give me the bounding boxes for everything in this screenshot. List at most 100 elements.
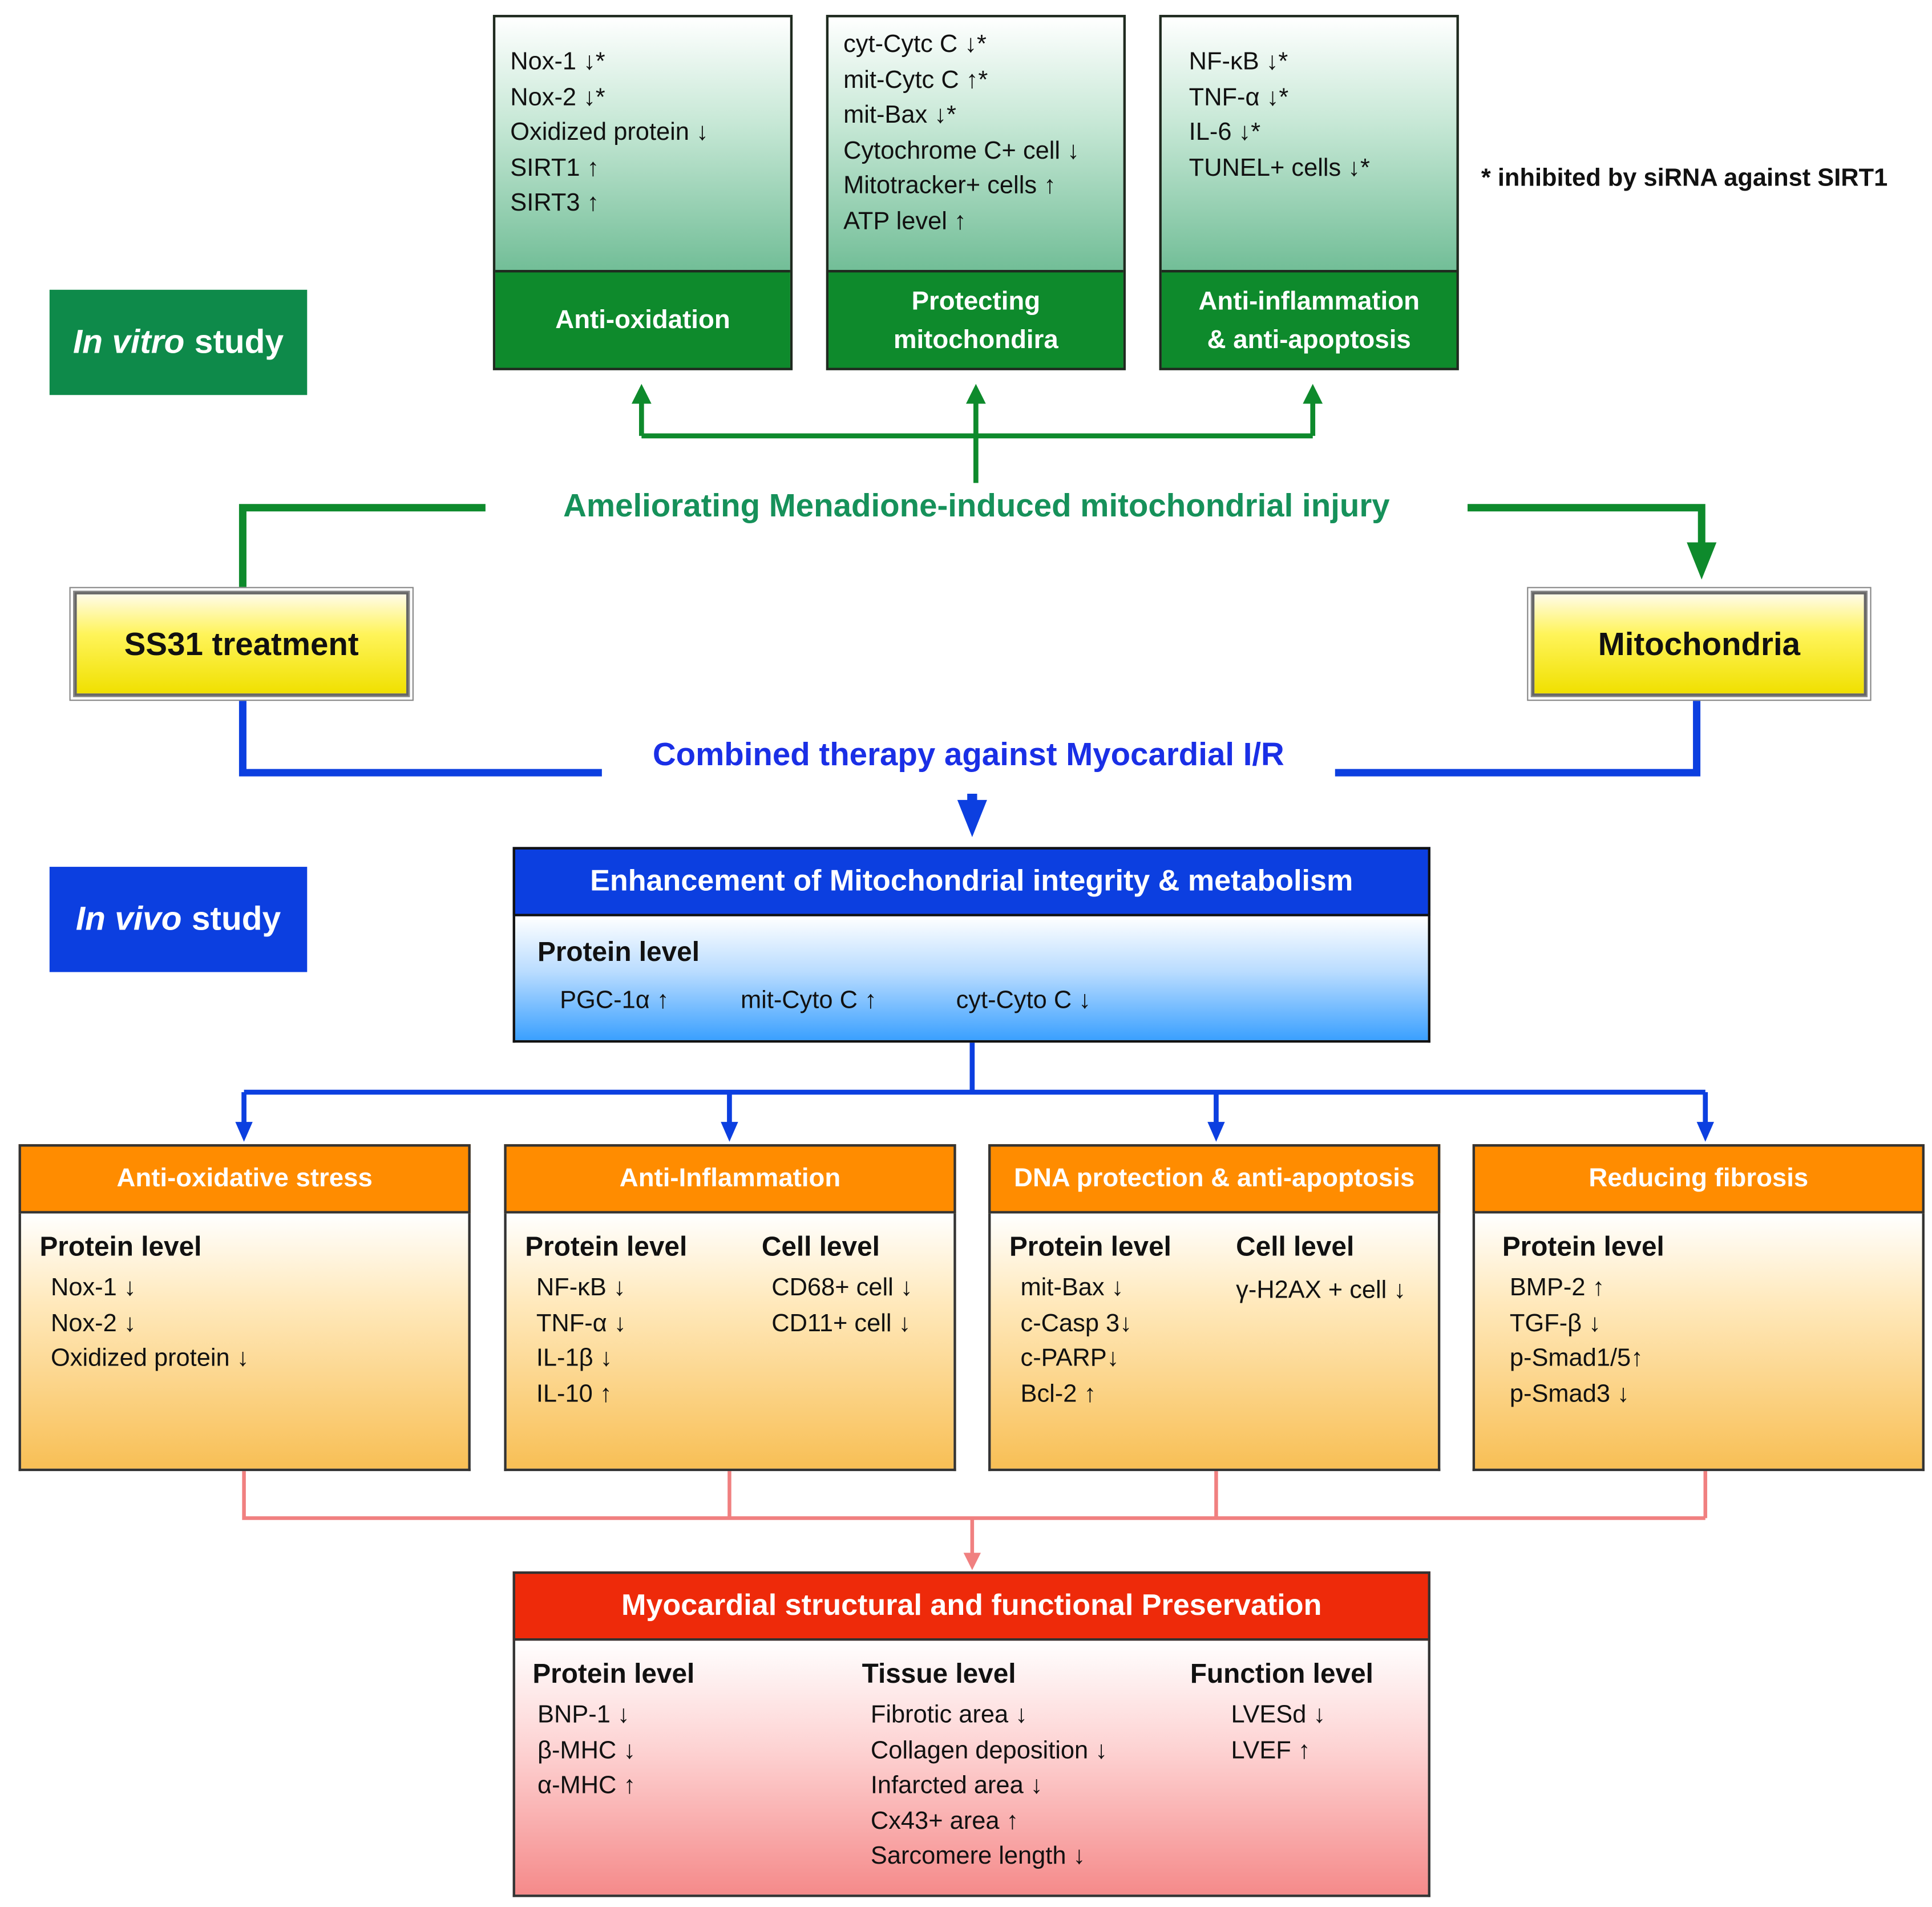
list-item: BNP-1 ↓	[537, 1701, 630, 1729]
column-heading: Tissue level	[862, 1658, 1016, 1690]
footer-line: & anti-apoptosis	[1207, 325, 1411, 354]
item-column: BNP-1 ↓ β-MHC ↓ α-MHC ↑	[537, 1698, 636, 1804]
list-item: Sarcomere length ↓	[870, 1843, 1086, 1870]
footer-line: Protecting	[911, 286, 1041, 316]
mitochondria-box: Mitochondria	[1527, 587, 1872, 701]
list-item: NF-κB ↓	[536, 1274, 626, 1302]
reducing-fibrosis-body: Protein level BMP-2 ↑ TGF-β ↓ p-Smad1/5↑…	[1472, 1213, 1925, 1472]
list-item: SIRT3 ↑	[510, 189, 600, 217]
column-heading: Function level	[1190, 1658, 1373, 1690]
item-column: γ-H2AX + cell ↓	[1236, 1273, 1406, 1308]
pink-arrowhead	[963, 1553, 981, 1570]
anti-inflammation-footer: Anti-inflammation & anti-apoptosis	[1161, 270, 1457, 368]
list-item: γ-H2AX + cell ↓	[1236, 1276, 1406, 1304]
list-item: cyt-Cytc C ↓*	[843, 31, 987, 58]
list-item: Oxidized protein ↓	[510, 119, 709, 147]
green-arrowheads	[631, 383, 1717, 580]
list-item: IL-10 ↑	[536, 1380, 612, 1408]
anti-inflammation-title: Anti-Inflammation	[504, 1144, 956, 1214]
list-item: p-Smad1/5↑	[1509, 1344, 1643, 1372]
item-column: BMP-2 ↑ TGF-β ↓ p-Smad1/5↑ p-Smad3 ↓	[1510, 1271, 1643, 1412]
protecting-mitochondria-items: cyt-Cytc C ↓* mit-Cytc C ↑* mit-Bax ↓* C…	[843, 27, 1116, 239]
ss31-treatment-box: SS31 treatment	[69, 587, 414, 701]
column-heading: Protein level	[525, 1231, 688, 1262]
item-column: Nox-1 ↓ Nox-2 ↓ Oxidized protein ↓	[51, 1271, 249, 1377]
anti-inflammation-items: NF-κB ↓* TNF-α ↓* IL-6 ↓* TUNEL+ cells ↓…	[1189, 45, 1449, 185]
dna-protection-title: DNA protection & anti-apoptosis	[988, 1144, 1441, 1214]
anti-oxidation-footer: Anti-oxidation	[495, 270, 790, 368]
list-item: Mitotracker+ cells ↑	[843, 172, 1056, 200]
pink-connectors	[242, 1471, 1708, 1556]
blue-arrowheads	[235, 799, 1714, 1142]
protecting-mitochondria-footer: Protecting mitochondira	[828, 270, 1123, 368]
list-item: Nox-2 ↓	[50, 1309, 136, 1337]
list-item: α-MHC ↑	[537, 1772, 636, 1800]
column-heading: Protein level	[1502, 1231, 1664, 1262]
blue-flow-label: Combined therapy against Myocardial I/R	[652, 736, 1284, 773]
list-item: Collagen deposition ↓	[870, 1736, 1108, 1764]
dna-protection-body: Protein level mit-Bax ↓ c-Casp 3↓ c-PARP…	[988, 1213, 1441, 1472]
list-item: p-Smad3 ↓	[1509, 1380, 1630, 1408]
enhancement-level-heading: Protein level	[537, 936, 700, 967]
item-column: CD68+ cell ↓ CD11+ cell ↓	[771, 1271, 912, 1342]
list-item: TNF-α ↓	[536, 1309, 627, 1337]
column-heading: Cell level	[761, 1231, 880, 1262]
preservation-title: Myocardial structural and functional Pre…	[512, 1571, 1430, 1641]
column-heading: Protein level	[39, 1231, 202, 1262]
list-item: SIRT1 ↑	[510, 154, 600, 181]
list-item: Bcl-2 ↑	[1020, 1380, 1097, 1408]
column-heading: Protein level	[532, 1658, 695, 1690]
list-item: Cx43+ area ↑	[870, 1807, 1019, 1835]
green-connectors	[239, 401, 1705, 587]
list-item: LVESd ↓	[1231, 1701, 1326, 1729]
anti-inflammation-box: NF-κB ↓* TNF-α ↓* IL-6 ↓* TUNEL+ cells ↓…	[1159, 15, 1459, 370]
item-column: mit-Bax ↓ c-Casp 3↓ c-PARP↓ Bcl-2 ↑	[1020, 1271, 1131, 1412]
reducing-fibrosis-title: Reducing fibrosis	[1472, 1144, 1925, 1214]
footer-line: Anti-inflammation	[1198, 286, 1420, 316]
preservation-body: Protein level BNP-1 ↓ β-MHC ↓ α-MHC ↑ Ti…	[512, 1641, 1430, 1897]
column-heading: Cell level	[1236, 1231, 1355, 1262]
item-column: NF-κB ↓ TNF-α ↓ IL-1β ↓ IL-10 ↑	[536, 1271, 627, 1412]
list-item: TGF-β ↓	[1509, 1309, 1601, 1337]
list-item: mit-Cytc C ↑*	[843, 66, 988, 94]
list-item: ATP level ↑	[843, 207, 967, 235]
list-item: c-PARP↓	[1020, 1344, 1119, 1372]
item-column: LVESd ↓ LVEF ↑	[1231, 1698, 1325, 1768]
anti-oxidative-stress-body: Protein level Nox-1 ↓ Nox-2 ↓ Oxidized p…	[18, 1213, 471, 1472]
anti-oxidative-stress-title: Anti-oxidative stress	[18, 1144, 471, 1214]
enhancement-item: mit-Cyto C ↑	[740, 987, 877, 1015]
list-item: CD68+ cell ↓	[771, 1274, 913, 1302]
list-item: Infarcted area ↓	[870, 1772, 1043, 1800]
list-item: NF-κB ↓*	[1189, 48, 1288, 76]
list-item: Nox-2 ↓*	[510, 83, 605, 111]
list-item: Oxidized protein ↓	[50, 1344, 249, 1372]
list-item: β-MHC ↓	[537, 1736, 636, 1764]
enhancement-body: Protein level PGC-1α ↑ mit-Cyto C ↑ cyt-…	[512, 916, 1430, 1043]
enhancement-item: cyt-Cyto C ↓	[956, 987, 1092, 1015]
anti-oxidation-box: Nox-1 ↓* Nox-2 ↓* Oxidized protein ↓ SIR…	[492, 15, 793, 370]
list-item: TNF-α ↓*	[1189, 83, 1289, 111]
list-item: IL-1β ↓	[536, 1344, 613, 1372]
sirt1-note: * inhibited by siRNA against SIRT1	[1481, 164, 1888, 192]
list-item: mit-Bax ↓	[1020, 1274, 1124, 1302]
list-item: c-Casp 3↓	[1020, 1309, 1132, 1337]
anti-oxidation-items: Nox-1 ↓* Nox-2 ↓* Oxidized protein ↓ SIR…	[510, 45, 783, 221]
list-item: Fibrotic area ↓	[870, 1701, 1028, 1729]
list-item: mit-Bax ↓*	[843, 101, 956, 129]
footer-line: Anti-oxidation	[555, 306, 730, 334]
item-column: Fibrotic area ↓ Collagen deposition ↓ In…	[871, 1698, 1108, 1874]
column-heading: Protein level	[1009, 1231, 1171, 1262]
footer-line: mitochondira	[893, 325, 1058, 354]
list-item: Cytochrome C+ cell ↓	[843, 136, 1080, 164]
list-item: LVEF ↑	[1231, 1736, 1311, 1764]
list-item: BMP-2 ↑	[1509, 1274, 1605, 1302]
anti-inflammation-body: Protein level NF-κB ↓ TNF-α ↓ IL-1β ↓ IL…	[504, 1213, 956, 1472]
list-item: CD11+ cell ↓	[771, 1309, 911, 1337]
enhancement-item: PGC-1α ↑	[560, 987, 669, 1015]
list-item: TUNEL+ cells ↓*	[1189, 154, 1370, 181]
list-item: IL-6 ↓*	[1189, 119, 1261, 147]
protecting-mitochondria-box: cyt-Cytc C ↓* mit-Cytc C ↑* mit-Bax ↓* C…	[826, 15, 1126, 370]
